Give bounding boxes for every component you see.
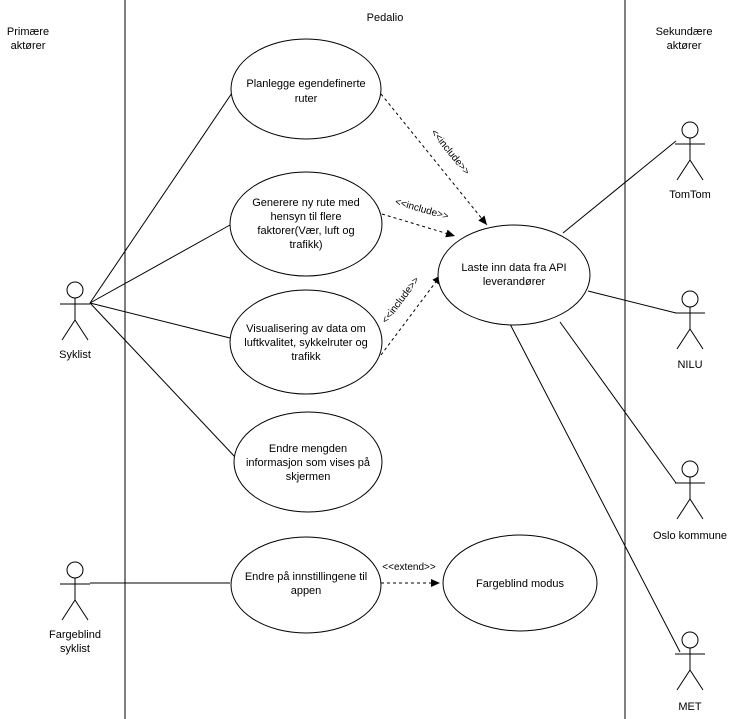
assoc-syklist-planlegge (89, 92, 233, 304)
usecase-endre-mengden-line1: Endre mengden (269, 443, 347, 455)
usecase-innstillinger-line2: appen (291, 585, 322, 597)
actor-fargeblind-icon[interactable] (60, 561, 90, 621)
usecase-visualisering[interactable] (229, 289, 383, 395)
usecase-laste[interactable] (437, 224, 591, 326)
system-title: Pedalio (367, 12, 404, 24)
include-arrow-generere (381, 213, 456, 238)
associations (89, 92, 681, 653)
include-label-2: <<include>> (394, 197, 450, 223)
include-label-1: <<include>> (428, 128, 471, 178)
usecase-planlegge-line2: ruter (295, 93, 318, 105)
assoc-syklist-visualisering (89, 302, 231, 339)
usecase-endre-mengden[interactable] (233, 411, 383, 513)
actor-syklist-label: Syklist (59, 349, 91, 361)
actor-tomtom-label: TomTom (669, 189, 711, 201)
actor-oslo-icon[interactable] (675, 460, 705, 520)
usecase-visualisering-line1: Visualisering av data om (246, 323, 366, 335)
secondary-actors-header-line2: aktører (667, 40, 702, 52)
primary-actors-header-line2: aktører (11, 40, 46, 52)
usecase-planlegge-line1: Planlegge egendefinerte (246, 78, 365, 90)
assoc-laste-met (509, 323, 681, 653)
usecase-visualisering-line2: luftkvalitet, sykkelruter og (244, 337, 368, 349)
usecase-generere-line3: faktorer(Vær, luft og (257, 225, 354, 237)
actor-oslo-label: Oslo kommune (653, 530, 727, 542)
include-arrow-planlegge (380, 93, 488, 226)
usecase-fargeblind-modus[interactable] (442, 534, 598, 632)
secondary-actors-header-line1: Sekundære (656, 26, 713, 38)
usecase-planlegge[interactable] (230, 38, 382, 140)
usecase-generere-line2: hensyn til flere (271, 211, 342, 223)
usecase-laste-line2: leverandører (483, 276, 546, 288)
actor-tomtom-icon[interactable] (675, 121, 705, 181)
actor-syklist-icon[interactable] (60, 281, 90, 341)
usecase-generere-line4: trafikk) (290, 239, 323, 251)
usecase-generere[interactable] (229, 171, 383, 277)
actor-fargeblind-label-line1: Fargeblind (49, 629, 101, 641)
actor-met-label: MET (678, 701, 702, 713)
actor-fargeblind-label-line2: syklist (60, 643, 90, 655)
usecase-laste-line1: Laste inn data fra API (461, 262, 566, 274)
assoc-laste-oslo (559, 321, 677, 484)
usecase-generere-line1: Generere ny rute med (252, 197, 360, 209)
primary-actors-header-line1: Primære (7, 26, 49, 38)
actor-nilu-icon[interactable] (675, 290, 705, 350)
assoc-syklist-endre-mengden (89, 302, 237, 459)
usecase-endre-mengden-line3: skjermen (286, 471, 331, 483)
include-label-3: <<include>> (380, 275, 422, 326)
actor-nilu-label: NILU (677, 359, 702, 371)
assoc-laste-nilu (587, 290, 677, 314)
include-arrow-visualisering (380, 274, 442, 356)
extend-label: <<extend>> (382, 562, 436, 573)
usecase-visualisering-line3: trafikk (291, 351, 321, 363)
actor-met-icon[interactable] (675, 631, 705, 691)
usecase-endre-mengden-line2: informasjon som vises på (246, 457, 371, 469)
assoc-laste-tomtom (562, 140, 677, 234)
usecase-fargeblind-modus-label: Fargeblind modus (476, 578, 565, 590)
assoc-syklist-generere (89, 224, 231, 304)
usecase-innstillinger[interactable] (230, 536, 382, 634)
usecase-innstillinger-line1: Endre på innstillingene til (245, 571, 367, 583)
